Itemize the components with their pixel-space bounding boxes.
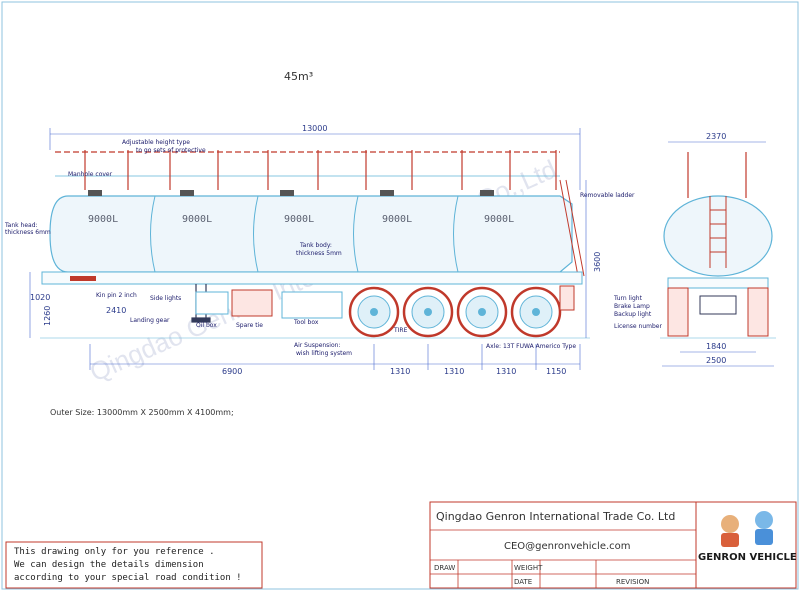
compartment-label: 9000L xyxy=(484,214,514,225)
manhole-label: Manhole cover xyxy=(68,171,113,178)
tank-body xyxy=(49,195,573,273)
genron-logo: GENRON VEHICLE xyxy=(698,511,797,563)
note-line: We can design the details dimension xyxy=(14,560,204,570)
removable-ladder xyxy=(559,179,585,277)
axle-spacing-dim: 1310 xyxy=(390,367,410,376)
tank-head-label-2: thickness 6mm xyxy=(5,229,51,236)
air-suspension-label: Air Suspension: xyxy=(294,342,340,349)
track-width-dim: 1840 xyxy=(706,342,726,351)
front-height-dim: 1020 xyxy=(30,293,50,302)
note-line: This drawing only for you reference . xyxy=(14,547,214,557)
license-number-label: License number xyxy=(614,323,662,330)
chassis-frame xyxy=(41,271,583,285)
note-box xyxy=(5,541,263,589)
weight-label: WEIGHT xyxy=(514,564,543,572)
rear-overhang-dim: 1150 xyxy=(546,367,566,376)
axle-spacing-dim: 1310 xyxy=(444,367,464,376)
contact-email: CEO@genronvehicle.com xyxy=(504,541,631,552)
tank-head-label: Tank head: xyxy=(4,222,38,229)
handrail xyxy=(55,150,560,190)
kingpin-offset-dim: 2410 xyxy=(106,306,126,315)
capacity-label: 45m³ xyxy=(284,70,313,83)
rear-bumper-frame xyxy=(667,277,769,289)
overall-width-dim: 2500 xyxy=(706,356,726,365)
draw-label: DRAW xyxy=(434,564,455,572)
kingpin-label: Kin pin 2 inch xyxy=(96,292,137,299)
spare-tire-label: Spare tie xyxy=(236,322,263,329)
mudflap xyxy=(559,285,575,311)
compartment-dividers xyxy=(150,195,459,273)
bumper xyxy=(699,295,737,315)
rear-ladder xyxy=(709,196,727,268)
tank-end xyxy=(663,195,773,277)
landing-gear-label: Landing gear xyxy=(130,317,170,324)
tank-body-label-2: thickness 5mm xyxy=(296,250,342,257)
backup-light-label: Backup light xyxy=(614,311,652,318)
rear-wheels-left xyxy=(667,287,689,337)
overall-length-dim: 13000 xyxy=(302,124,327,133)
tank-body-label: Tank body: xyxy=(299,242,332,249)
manhole-covers xyxy=(88,190,494,196)
adjustable-rail-label-2: to go sets of protective xyxy=(136,147,206,154)
spare-tire xyxy=(231,289,273,317)
side-view: 13000 xyxy=(4,124,635,376)
tire-label: TIRE xyxy=(393,327,408,334)
landing-gear-height-dim: 1260 xyxy=(43,306,52,326)
logo-text: GENRON VEHICLE xyxy=(698,552,797,563)
oil-box xyxy=(195,291,229,315)
kingpin-plate xyxy=(70,276,96,281)
end-width-dim: 2370 xyxy=(706,132,726,141)
outer-size-label: Outer Size: 13000mm X 2500mm X 4100mm; xyxy=(50,408,234,417)
wheelbase-dim: 6900 xyxy=(222,367,242,376)
wheel-group xyxy=(348,286,562,338)
compartment-label: 9000L xyxy=(88,214,118,225)
rear-wheels-right xyxy=(747,287,769,337)
side-lights-label: Side lights xyxy=(150,295,181,302)
tool-box xyxy=(281,291,343,319)
axle-spacing-dim: 1310 xyxy=(496,367,516,376)
adjustable-rail-label: Adjustable height type xyxy=(122,139,190,146)
removable-ladder-label: Removable ladder xyxy=(580,192,635,199)
oil-box-label: Oil box xyxy=(196,322,217,329)
rear-view: 2370 1840 2500 Turn light Brake Lamp Bac… xyxy=(613,132,776,367)
title-block: Qingdao Genron International Trade Co. L… xyxy=(429,501,797,589)
tool-box-label: Tool box xyxy=(293,319,319,326)
revision-label: REVISION xyxy=(616,578,649,586)
turn-light-label: Turn light xyxy=(613,295,643,302)
air-suspension-label-2: wish lifting system xyxy=(296,350,352,357)
date-label: DATE xyxy=(514,578,532,586)
axle-label: Axle: 13T FUWA Americo Type xyxy=(486,343,576,350)
note-line: according to your special road condition… xyxy=(14,573,242,583)
total-height-dim: 3600 xyxy=(593,252,602,272)
compartment-label: 9000L xyxy=(284,214,314,225)
compartment-label: 9000L xyxy=(182,214,212,225)
company-name: Qingdao Genron International Trade Co. L… xyxy=(436,510,675,523)
brake-lamp-label: Brake Lamp xyxy=(614,303,650,310)
compartment-label: 9000L xyxy=(382,214,412,225)
